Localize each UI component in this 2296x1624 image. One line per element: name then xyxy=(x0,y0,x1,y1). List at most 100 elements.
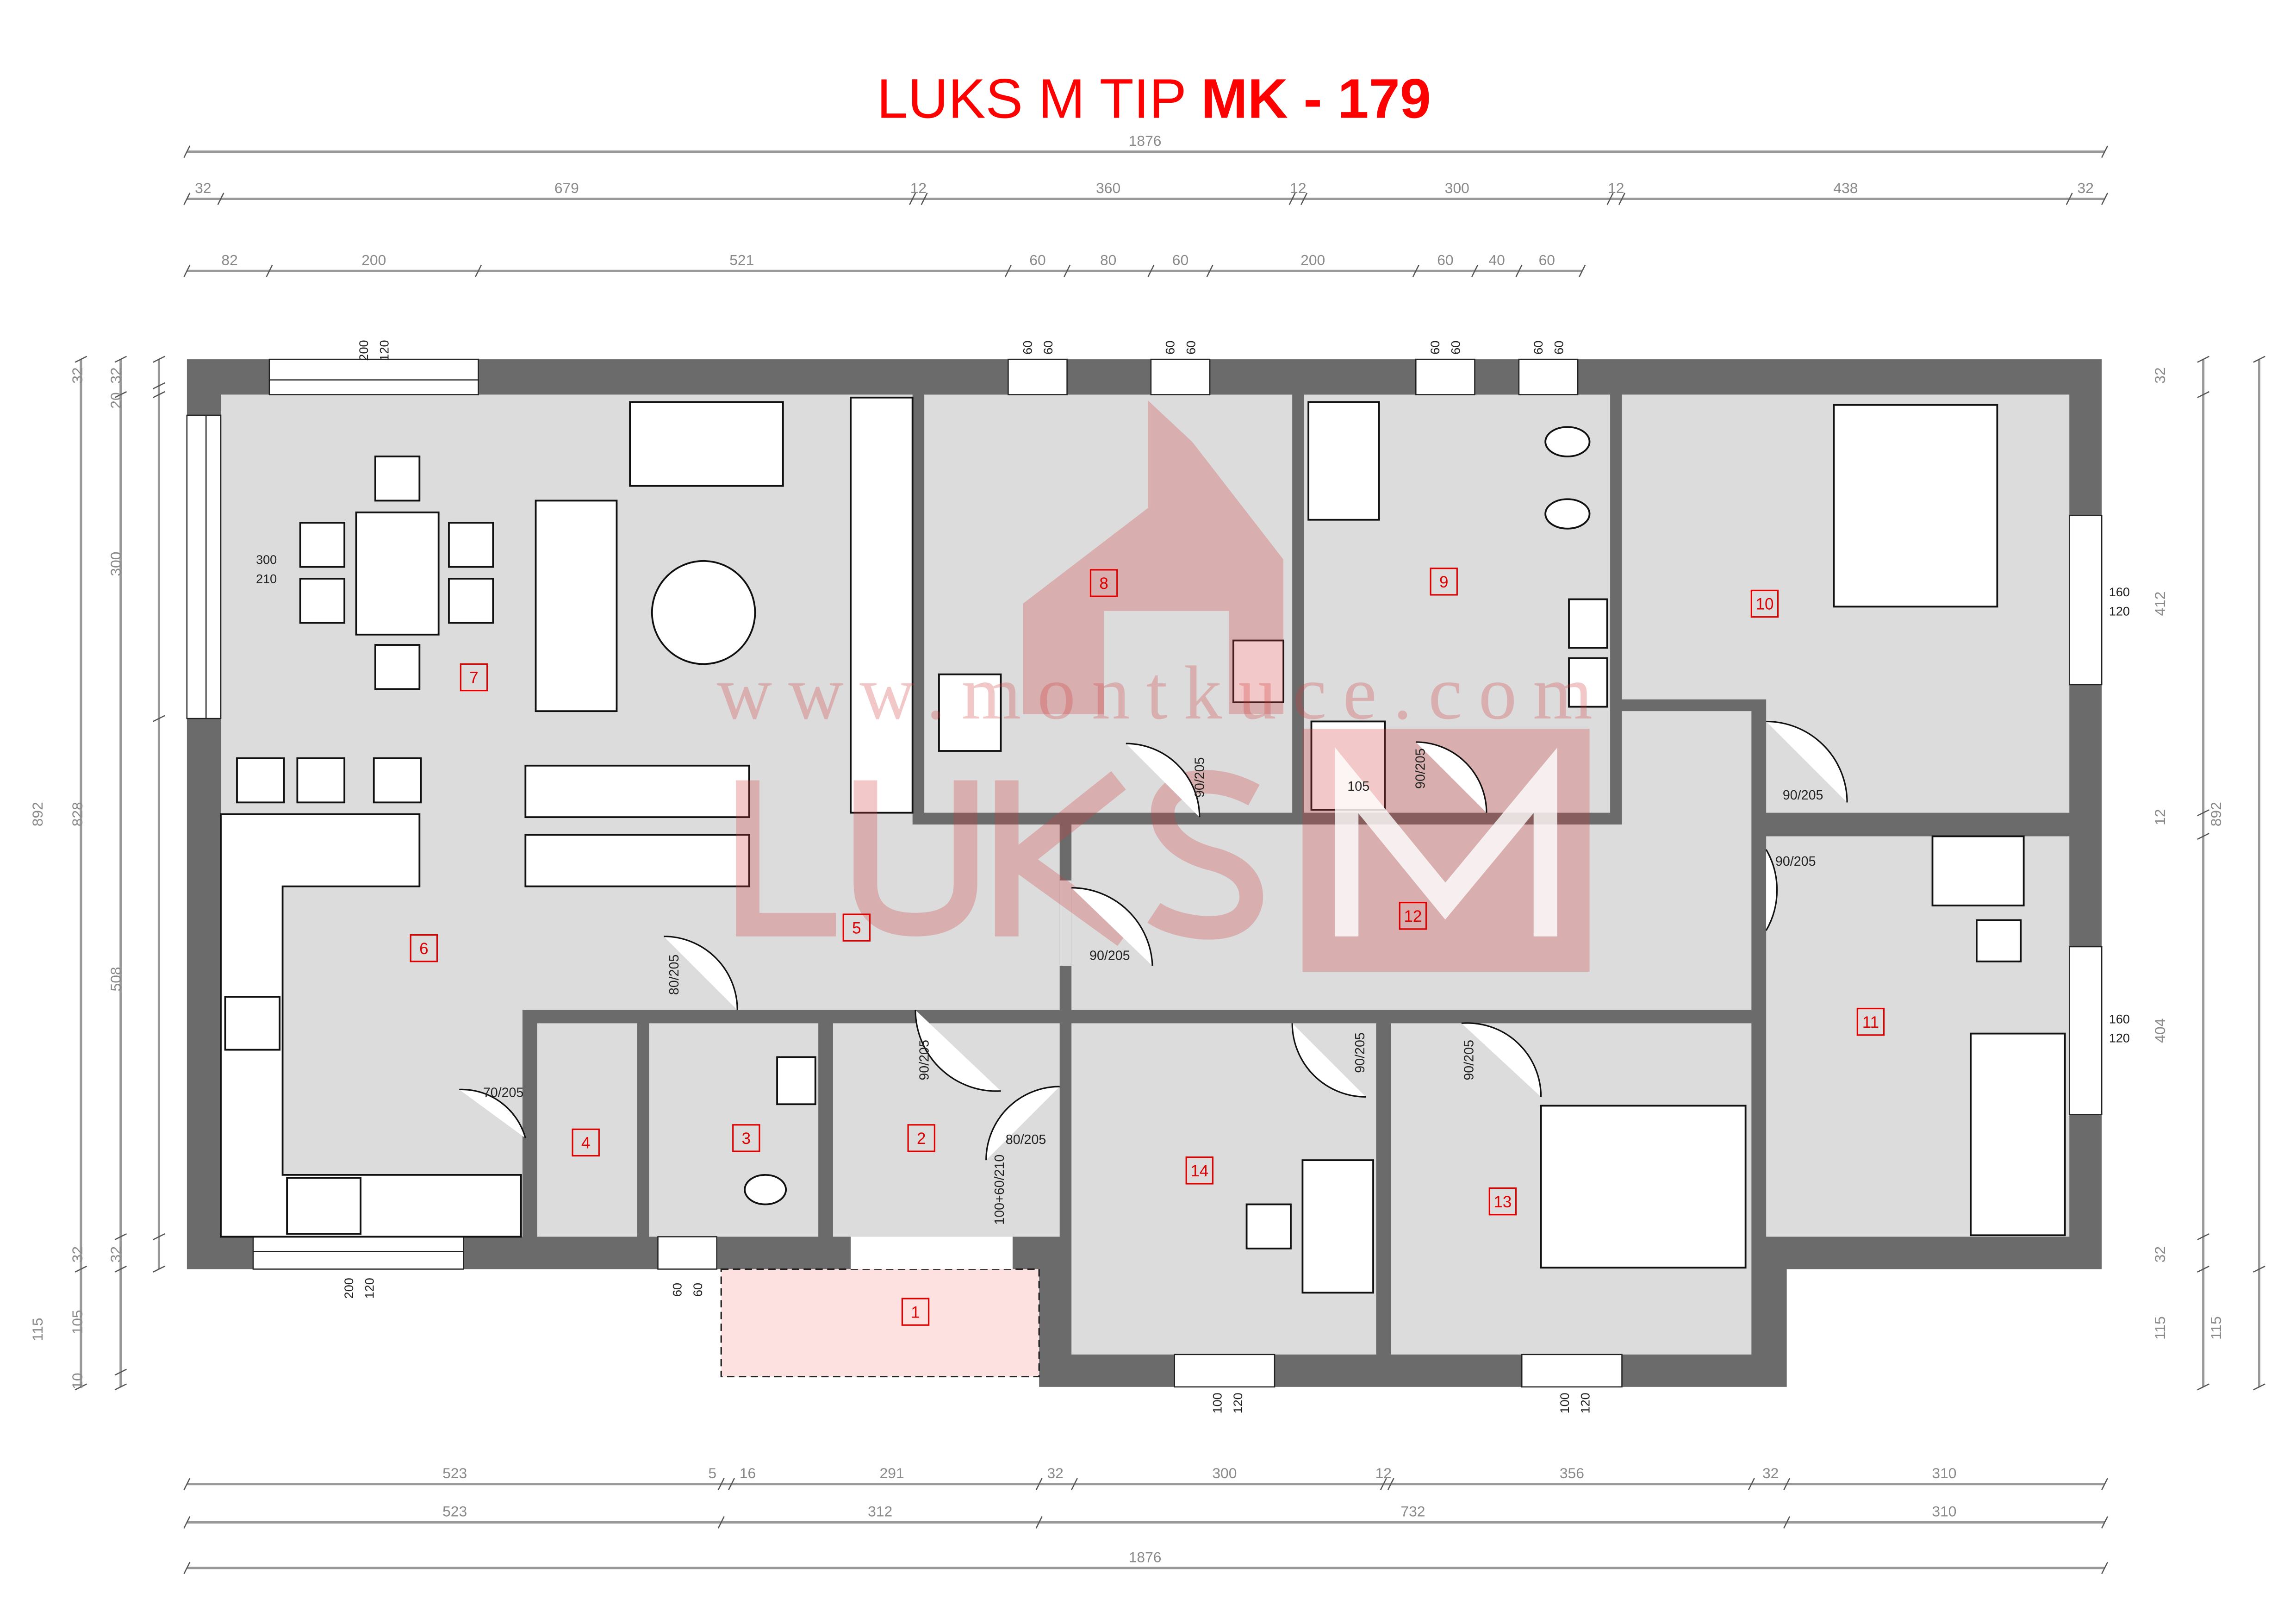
dimension-label: 412 xyxy=(2152,591,2168,616)
dimension-line xyxy=(2197,832,2209,840)
window-room8-b xyxy=(1150,358,1211,395)
dimension-line xyxy=(1606,193,1614,205)
dimension-label: 12 xyxy=(1608,180,1624,196)
window-size-label: 120 xyxy=(378,340,392,361)
room-number-box xyxy=(1399,901,1427,930)
door-swing xyxy=(1461,1022,1542,1097)
dimension-line xyxy=(2101,1562,2109,1574)
room-number-box xyxy=(460,663,488,692)
window-size-label: 60 xyxy=(670,1283,684,1297)
window-size-label: 60 xyxy=(1041,341,1055,355)
room-number-box xyxy=(1089,569,1118,597)
dimension-label: 310 xyxy=(1932,1503,1956,1520)
kitchen-sink xyxy=(286,1177,362,1235)
dimension-label: 32 xyxy=(107,367,124,383)
sofa-long xyxy=(535,500,618,712)
dimension-line xyxy=(2253,1383,2265,1391)
dimension-label: 523 xyxy=(442,1465,467,1481)
washbasin-b xyxy=(1568,657,1608,708)
dimension-line xyxy=(1035,1516,1043,1529)
dimension-label: 356 xyxy=(1560,1465,1584,1481)
window-room9-a xyxy=(1415,358,1475,395)
window-size-label: 60 xyxy=(1020,341,1034,355)
dimension-line xyxy=(114,391,127,398)
room-number-9: 9 xyxy=(1439,573,1448,591)
window-size-label: 120 xyxy=(363,1278,377,1299)
dimension-line xyxy=(2101,1478,2109,1491)
bed-room11 xyxy=(1970,1032,2066,1237)
dimension-line xyxy=(153,391,165,398)
dimension-line xyxy=(1035,1478,1043,1491)
room-number-box xyxy=(1488,1187,1517,1216)
window-size-label: 60 xyxy=(691,1283,705,1297)
door-size-label-room12: 90/205 xyxy=(1089,949,1130,963)
window-kitchen xyxy=(252,1236,465,1270)
dimension-label: 291 xyxy=(880,1465,904,1481)
dimension-line xyxy=(183,193,191,205)
dimension-line xyxy=(114,1265,127,1273)
window-size-label: 160 xyxy=(2109,585,2130,599)
door-size-label-room8: 90/205 xyxy=(1192,757,1207,798)
dimension-line xyxy=(1387,1478,1394,1491)
dimension-label: 732 xyxy=(1400,1503,1425,1520)
dimension-label: 115 xyxy=(29,1318,46,1341)
dimension-label: 60 xyxy=(1029,252,1045,269)
dimension-line xyxy=(1783,1516,1791,1529)
dimension-line xyxy=(153,356,165,363)
dimension-label: 60 xyxy=(1539,252,1555,269)
washbasin-a xyxy=(1568,598,1608,649)
room-number-8: 8 xyxy=(1099,575,1108,593)
room-number-12: 12 xyxy=(1404,907,1422,925)
dimension-line xyxy=(183,1478,191,1491)
window-room11 xyxy=(2068,946,2103,1115)
dimension-label: 438 xyxy=(1833,180,1858,196)
room-number-10: 10 xyxy=(1756,595,1774,613)
dimension-label: 828 xyxy=(69,802,86,826)
dimension-label: 523 xyxy=(442,1503,467,1520)
window-size-label: 300 xyxy=(256,553,277,567)
dimension-line xyxy=(1380,1478,1387,1491)
dimension-line xyxy=(2101,145,2109,158)
dimension-line xyxy=(2197,1265,2209,1273)
window-size-label: 200 xyxy=(357,340,371,361)
dimension-line xyxy=(75,356,87,363)
dimension-label: 32 xyxy=(2152,1246,2168,1262)
door-swing xyxy=(915,1010,1001,1092)
door-size-label-room3: 80/205 xyxy=(667,955,682,995)
dimension-label: 32 xyxy=(2152,367,2168,383)
window-size-label: 100 xyxy=(1558,1393,1572,1413)
room-number-box xyxy=(842,913,871,942)
room-number-4: 4 xyxy=(581,1134,590,1152)
double-bed xyxy=(1833,404,1998,608)
room-number-7: 7 xyxy=(469,669,478,687)
dimension-label: 32 xyxy=(1762,1465,1779,1481)
window-size-label: 60 xyxy=(1184,341,1198,355)
room-number-box xyxy=(901,1298,930,1326)
dimension-line xyxy=(1064,265,1071,277)
dimension-label: 32 xyxy=(1047,1465,1063,1481)
window-wc xyxy=(657,1236,717,1270)
window-living-left xyxy=(186,414,222,719)
dimension-label: 32 xyxy=(195,180,211,196)
room-number-box xyxy=(907,1124,935,1152)
dimension-line xyxy=(717,1478,725,1491)
dimension-line xyxy=(2101,193,2109,205)
window-size-label: 60 xyxy=(1552,341,1566,355)
dimension-line xyxy=(909,193,916,205)
dimension-label: 521 xyxy=(729,252,754,269)
dimension-label: 32 xyxy=(2078,180,2094,196)
dimension-line xyxy=(1515,265,1523,277)
door-swing xyxy=(1071,887,1153,966)
dimension-line xyxy=(114,1233,127,1240)
title-model: MK - 179 xyxy=(1201,68,1431,130)
dimension-line xyxy=(217,193,224,205)
bidet xyxy=(1544,498,1591,530)
dimension-line xyxy=(153,1265,165,1273)
dimension-line xyxy=(183,265,191,277)
door-size-label-entrance: 100+60/210 xyxy=(992,1155,1007,1225)
window-room10 xyxy=(2068,514,2103,686)
door-size-label-room2b: 80/205 xyxy=(1006,1132,1046,1147)
dimension-line xyxy=(2101,1516,2109,1529)
